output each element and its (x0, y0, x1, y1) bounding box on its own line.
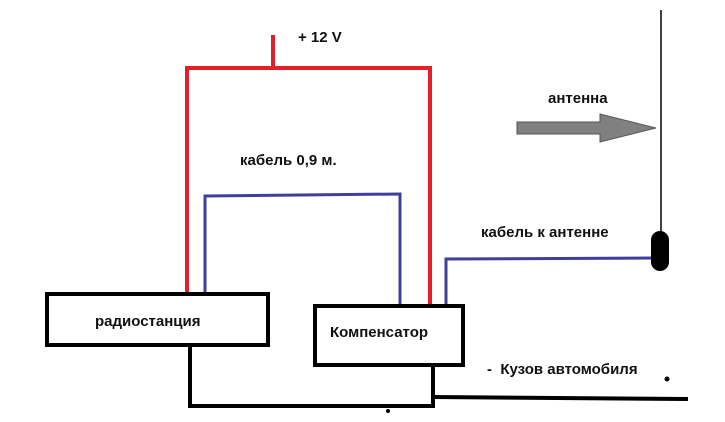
signal-wire-antenna (444, 256, 656, 305)
antenna-base-icon (651, 231, 669, 271)
power-wire (185, 35, 432, 305)
ground-label: - Кузов автомобиля (487, 361, 638, 378)
ground-dot (386, 409, 390, 413)
compensator-label: Компенсатор (330, 324, 428, 341)
cable-short-label: кабель 0,9 м. (240, 152, 337, 169)
arrow-icon (516, 113, 657, 143)
compensator-box (313, 304, 465, 367)
cable-antenna-label: кабель к антенне (481, 224, 609, 241)
radio-label: радиостанция (95, 313, 201, 330)
radio-box (45, 292, 270, 347)
signal-wire-short (203, 192, 402, 305)
antenna-label: антенна (548, 90, 608, 107)
power-label: + 12 V (298, 29, 342, 46)
ground-dot (664, 376, 670, 382)
ground-wire (188, 346, 689, 408)
